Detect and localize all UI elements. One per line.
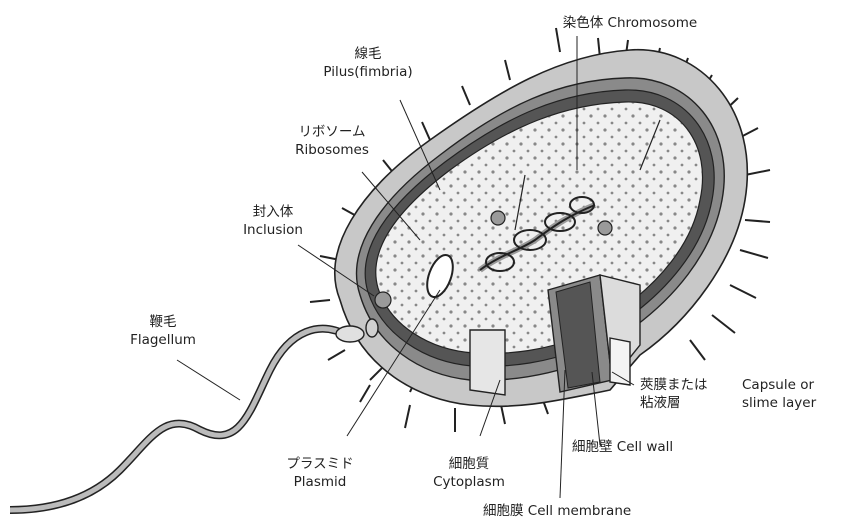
chromosome-text: 染色体 Chromosome	[535, 14, 725, 32]
cell-membrane-label: 細胞膜 Cell membrane	[483, 502, 631, 520]
inclusion-body	[375, 292, 391, 308]
capsule-en-label: Capsule or slime layer	[742, 376, 816, 412]
cell-membrane-text: 細胞膜 Cell membrane	[483, 502, 631, 520]
capsule-en-line1: Capsule or	[742, 376, 816, 394]
plasmid-label: プラスミド Plasmid	[270, 455, 370, 491]
plasmid-en-text: Plasmid	[270, 473, 370, 491]
capsule-en-line2: slime layer	[742, 394, 816, 412]
flagellum-label: 鞭毛 Flagellum	[118, 313, 208, 349]
flagellum-en-text: Flagellum	[118, 331, 208, 349]
cell-wall-label: 細胞壁 Cell wall	[572, 438, 673, 456]
cytoplasm-jp-text: 細胞質	[424, 455, 514, 473]
capsule-jp-line2: 粘液層	[640, 394, 708, 412]
pilus-label: 線毛 Pilus(fimbria)	[308, 45, 428, 81]
ribosomes-label: リボソーム Ribosomes	[277, 123, 387, 159]
cytoplasm-label: 細胞質 Cytoplasm	[424, 455, 514, 491]
inclusion-label: 封入体 Inclusion	[228, 203, 318, 239]
inclusion-body	[598, 221, 612, 235]
capsule-jp-label: 莢膜または 粘液層	[640, 376, 708, 412]
capsule-jp-line1: 莢膜または	[640, 376, 708, 394]
inclusion-jp-text: 封入体	[228, 203, 318, 221]
chromosome-label: 染色体 Chromosome	[535, 14, 725, 32]
pilus-jp-text: 線毛	[308, 45, 428, 63]
flagellum-jp-text: 鞭毛	[118, 313, 208, 331]
inclusion-en-text: Inclusion	[228, 221, 318, 239]
plasmid-jp-text: プラスミド	[270, 455, 370, 473]
ribosomes-jp-text: リボソーム	[277, 123, 387, 141]
cell-wall-text: 細胞壁 Cell wall	[572, 438, 673, 456]
inclusion-body	[491, 211, 505, 225]
pilus-en-text: Pilus(fimbria)	[308, 63, 428, 81]
ribosomes-en-text: Ribosomes	[277, 141, 387, 159]
cytoplasm-en-text: Cytoplasm	[424, 473, 514, 491]
